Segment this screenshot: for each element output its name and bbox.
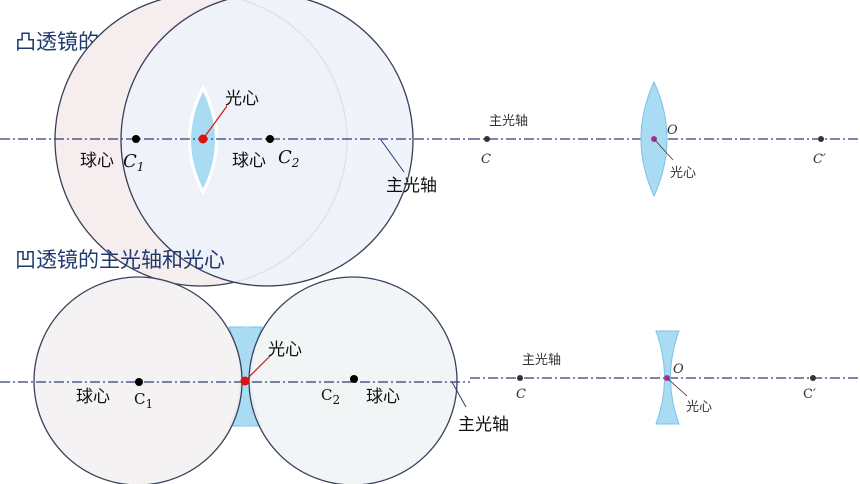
concave-c1-dot [135, 378, 143, 386]
convex-right-o-label: O [667, 123, 678, 138]
convex-right-cprime-label: C′ [813, 152, 826, 167]
concave-center-pointer [244, 355, 271, 382]
concave-sphere-center-label-right: 球心 [366, 387, 400, 407]
concave-right-cprime-label: C′ [803, 387, 816, 402]
convex-sphere-center-label-left: 球心 [80, 151, 114, 171]
convex-right-center-label: 光心 [670, 166, 696, 181]
concave-right-center-pointer [666, 377, 688, 397]
convex-c2-label: C2 [278, 147, 299, 170]
convex-c2-dot [266, 135, 274, 143]
concave-right-center-label: 光心 [686, 400, 712, 415]
concave-c2-dot [350, 375, 358, 383]
convex-c1-dot [132, 135, 140, 143]
concave-axis-label: 主光轴 [458, 415, 509, 435]
convex-center-pointer [202, 105, 228, 140]
convex-right-c-dot [484, 136, 490, 142]
convex-right-center-pointer [653, 138, 674, 161]
convex-right-c-label: C [481, 152, 491, 167]
concave-right-c-dot [517, 375, 523, 381]
concave-right-c-label: C [516, 387, 526, 402]
convex-axis-label: 主光轴 [386, 176, 437, 196]
convex-sphere-center-label-right: 球心 [232, 151, 266, 171]
concave-optical-center-label: 光心 [268, 340, 302, 360]
concave-right-o-label: O [673, 362, 684, 377]
concave-title: 凹透镜的主光轴和光心 [15, 248, 225, 272]
concave-c2-label: C2 [321, 386, 340, 407]
convex-right-cprime-dot [818, 136, 824, 142]
convex-axis-pointer [380, 139, 405, 173]
convex-optical-center-label: 光心 [225, 89, 259, 109]
convex-c1-label: C1 [123, 151, 144, 174]
concave-right-axis-label: 主光轴 [522, 353, 561, 368]
convex-right-sphere [120, 0, 414, 287]
concave-right-cprime-dot [810, 375, 816, 381]
convex-right-axis-label: 主光轴 [489, 114, 528, 129]
concave-sphere-center-label-left: 球心 [76, 387, 110, 407]
concave-axis-pointer [451, 381, 467, 408]
concave-c1-label: C1 [134, 390, 153, 411]
concave-lens-core [242, 327, 250, 426]
